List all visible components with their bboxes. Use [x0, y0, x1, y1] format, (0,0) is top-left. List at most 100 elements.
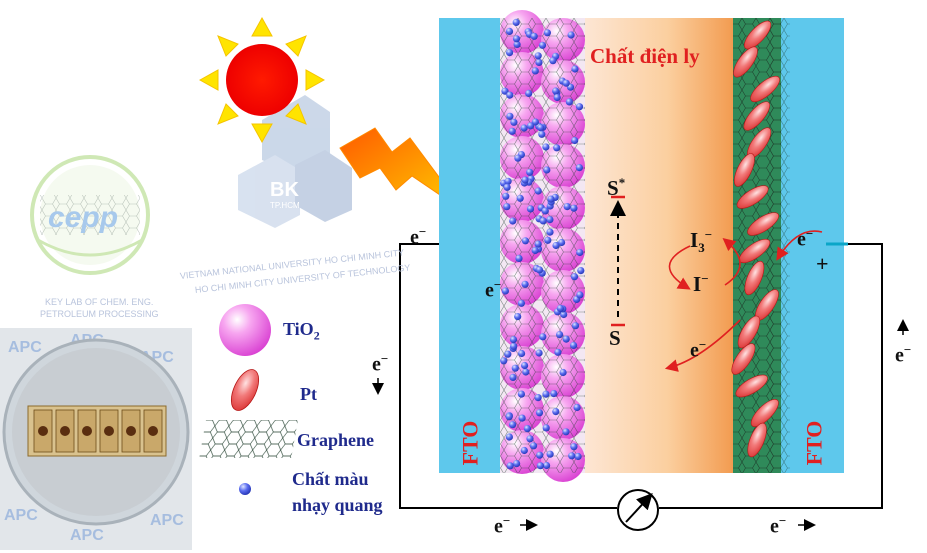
dye-particle — [571, 136, 579, 145]
cell-sample-dot — [148, 426, 158, 436]
dye-particle — [537, 124, 545, 132]
lightning-icon — [339, 127, 466, 213]
dye-particle — [521, 237, 530, 245]
dye-particle — [509, 217, 517, 225]
cell-sample-dot — [126, 426, 136, 436]
external-circuit — [399, 243, 883, 509]
dye-particle — [577, 267, 585, 275]
dye-particle — [575, 164, 584, 172]
dye-particle — [552, 241, 560, 250]
dye-particle — [520, 446, 528, 455]
plus-sign: + — [816, 251, 829, 276]
dye-particle — [562, 428, 570, 436]
legend-dye-label-line2: nhạy quang — [292, 495, 383, 515]
svg-text:APC: APC — [4, 507, 38, 524]
dye-particle — [570, 443, 578, 451]
dye-particle — [535, 409, 544, 417]
pt-particle — [750, 75, 780, 103]
legend-tio2-icon — [219, 304, 271, 356]
cell-sample-dot — [38, 426, 48, 436]
dye-particle — [546, 216, 554, 224]
dye-ground-label: S — [609, 326, 621, 350]
fto-left-glass — [439, 18, 501, 473]
bk-logo-icon — [238, 95, 352, 228]
cepp-logo-text: cepp — [48, 201, 119, 234]
electron-label-regeneration: e− — [690, 337, 707, 362]
pt-particle — [735, 374, 768, 398]
dye-particle — [539, 333, 547, 341]
dye-particle — [508, 421, 517, 429]
electron-label-injection: e− — [485, 277, 502, 302]
dye-particle — [523, 425, 532, 433]
bk-logo-text: BK — [270, 179, 299, 201]
legend-dye-icon — [239, 483, 251, 495]
legend-pt-label: Pt — [300, 384, 317, 404]
dye-particle — [505, 433, 513, 441]
dye-particle — [576, 291, 584, 299]
dye-particle — [530, 442, 538, 450]
cepp-logo-icon — [30, 155, 150, 275]
dye-particle — [515, 254, 523, 262]
electron-label-bottom-right: e− — [770, 513, 787, 538]
dye-particle — [541, 207, 549, 215]
pt-particle — [731, 343, 756, 375]
dye-particle — [570, 341, 578, 349]
dye-particle — [535, 266, 544, 274]
dye-particle — [514, 313, 522, 321]
dye-particle — [565, 98, 574, 106]
dye-particle — [567, 31, 575, 39]
electron-label-bottom-left: e− — [494, 513, 511, 538]
dye-particle — [517, 390, 526, 398]
dye-particle — [503, 183, 511, 191]
dye-particle — [574, 452, 582, 461]
dye-particle — [570, 273, 579, 281]
pt-particle — [743, 101, 771, 131]
ammeter-icon — [617, 489, 659, 531]
dye-particle — [521, 176, 529, 184]
dye-particle — [510, 118, 518, 126]
legend-graphene-label: Graphene — [297, 430, 375, 450]
triiodide-label: I3− — [690, 227, 713, 256]
dye-particle — [527, 122, 535, 130]
dye-particle — [509, 373, 517, 381]
electron-label-counter: e− — [797, 226, 814, 251]
dye-particles — [500, 18, 585, 470]
dye-particle — [575, 103, 584, 111]
dye-particle — [530, 32, 538, 40]
bk-logo-sub: TP.HCM — [270, 201, 300, 210]
svg-text:APC: APC — [70, 527, 104, 544]
dye-particle — [506, 112, 514, 120]
iodide-label: I− — [693, 271, 709, 296]
redox-arrow-right — [722, 237, 741, 286]
electron-label-top-left: e− — [410, 224, 427, 249]
dye-particle — [568, 452, 576, 460]
dye-particle — [547, 195, 555, 203]
sun-icon — [198, 16, 326, 144]
dye-particle — [556, 304, 565, 312]
dye-particle — [552, 87, 560, 95]
dye-particle — [502, 192, 510, 200]
dye-particle — [504, 177, 512, 185]
dye-particle — [513, 40, 521, 49]
dye-excited-label: S* — [607, 175, 626, 200]
dye-particle — [554, 348, 562, 356]
dye-particle — [506, 91, 514, 99]
dye-particle — [573, 403, 581, 412]
pt-particle — [747, 212, 779, 236]
dye-particle — [553, 93, 561, 102]
dye-particle — [509, 336, 518, 344]
legend-tio2-label: TiO2 — [283, 319, 320, 343]
dye-particle — [517, 299, 526, 307]
dye-particle — [544, 236, 552, 244]
dye-particle — [534, 240, 542, 248]
svg-text:APC: APC — [150, 512, 184, 529]
electron-label-right-wire: e− — [895, 342, 912, 367]
dye-particle — [543, 29, 552, 37]
dye-particle — [549, 57, 557, 65]
dye-particle — [522, 368, 530, 376]
redox-arrow-left — [668, 245, 691, 290]
fto-right-label: FTO — [801, 420, 827, 466]
dye-particle — [546, 450, 554, 458]
